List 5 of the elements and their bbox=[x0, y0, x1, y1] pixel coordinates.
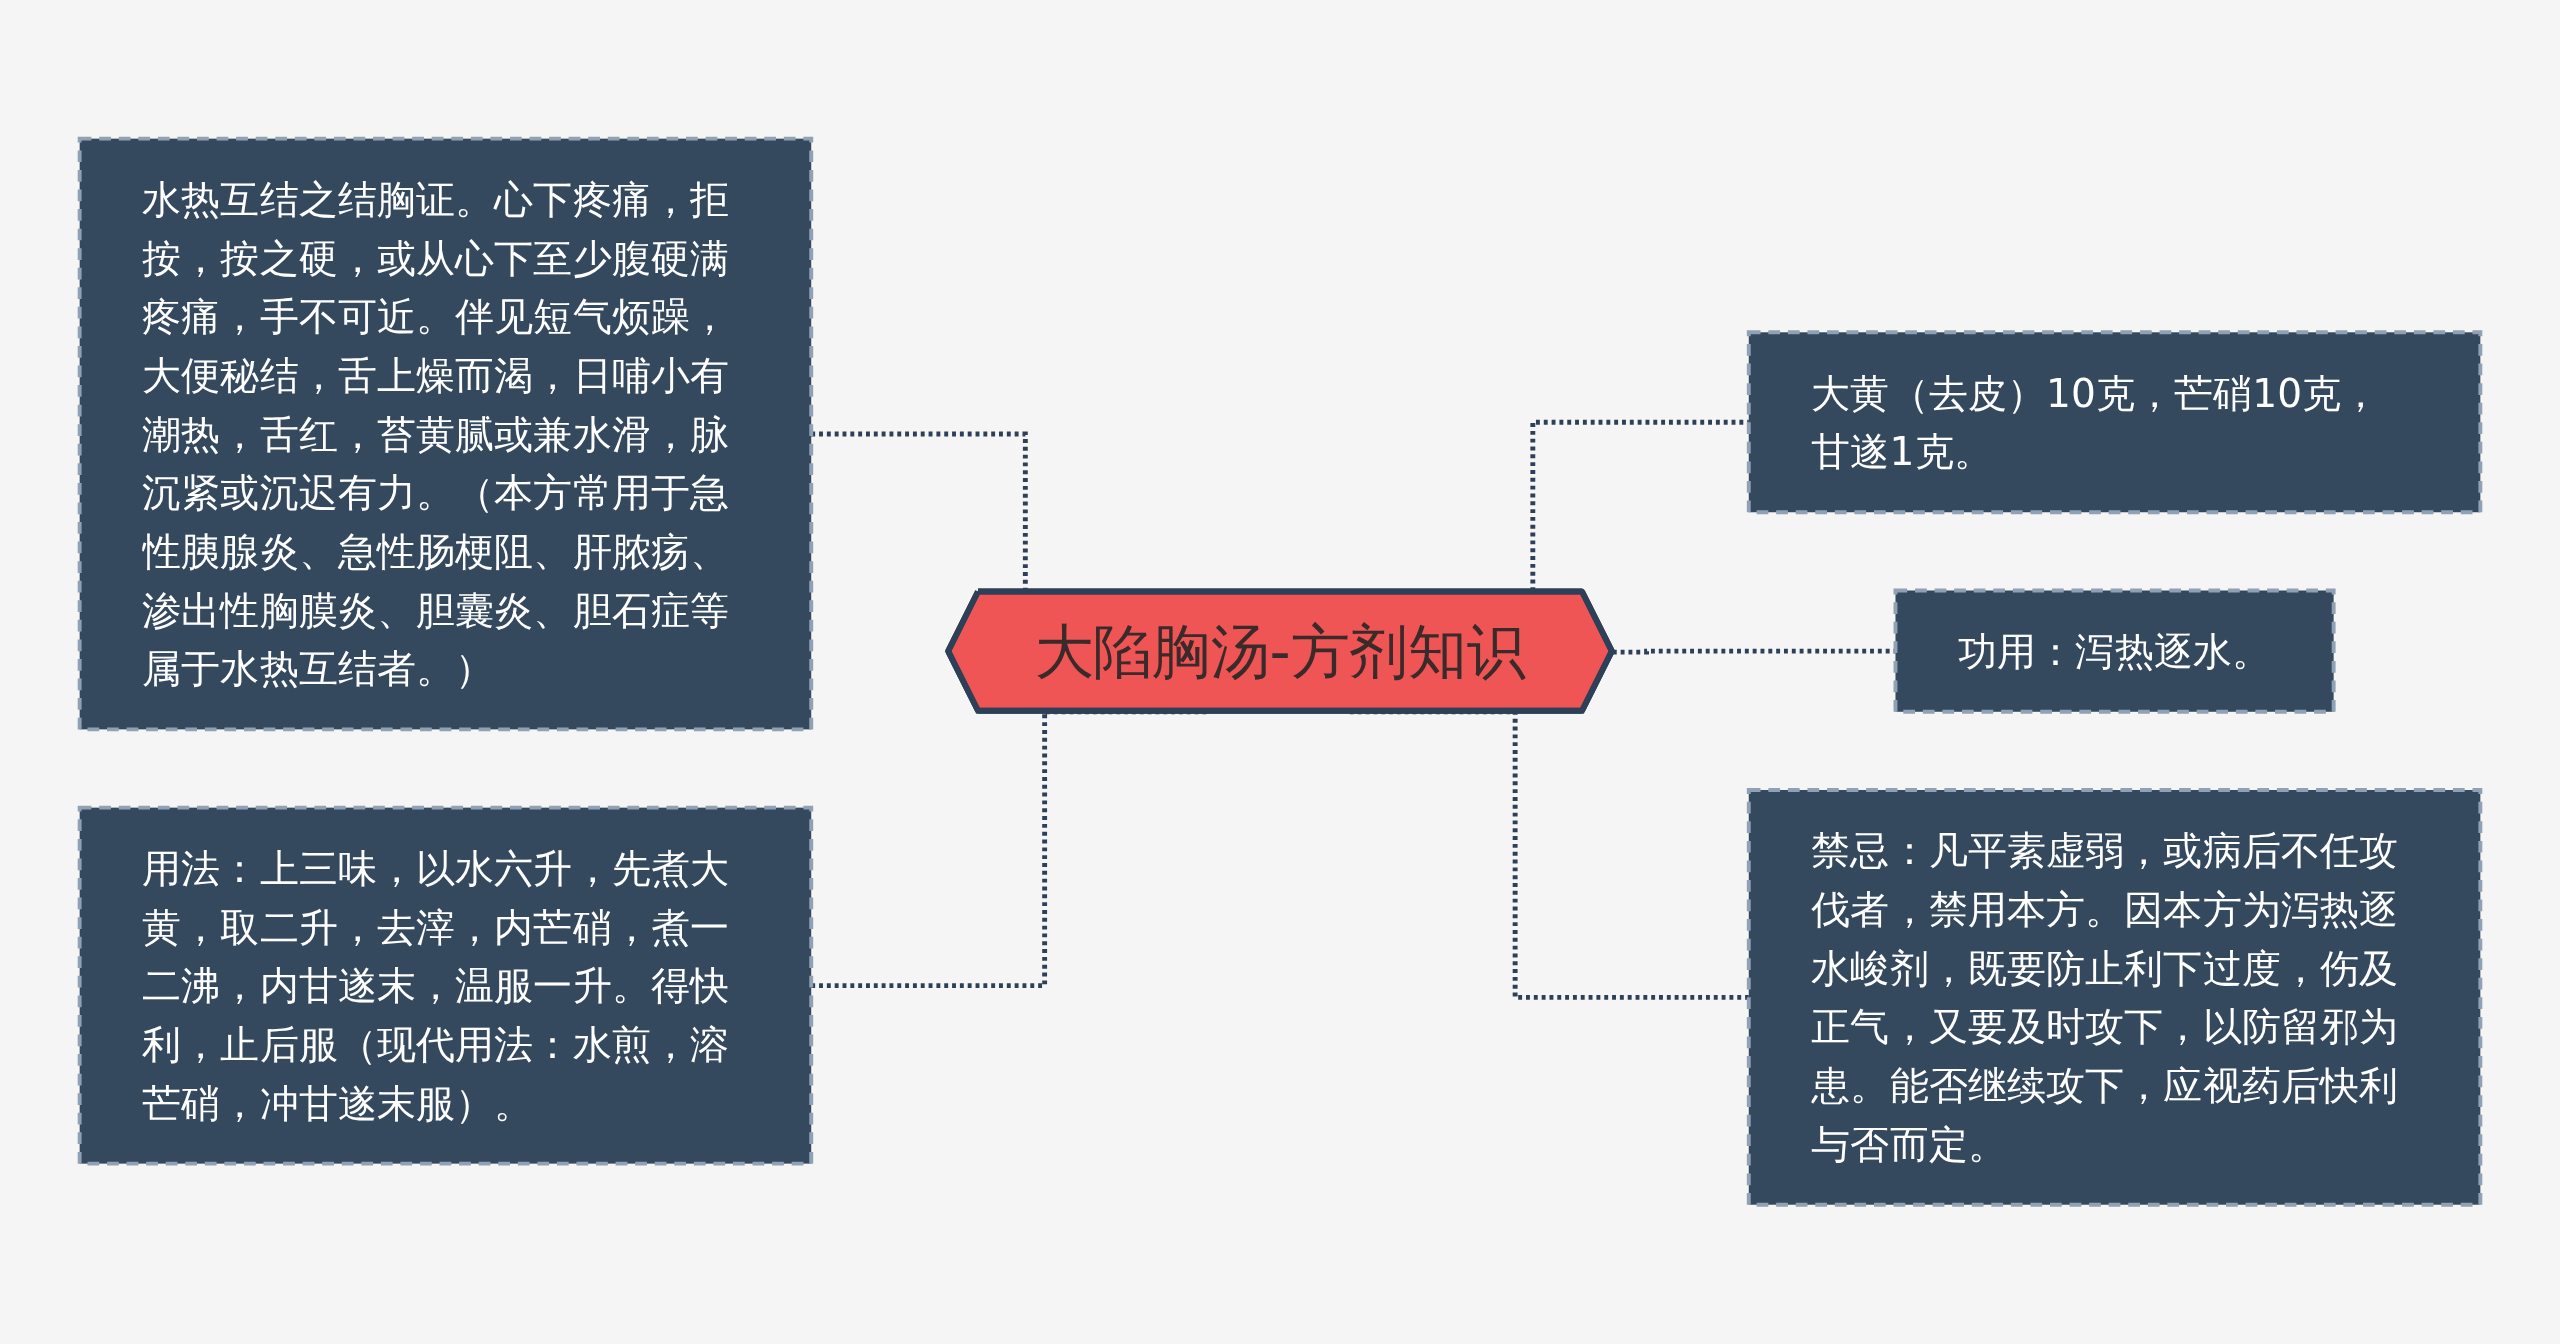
node-box: 水热互结之结胸证。心下疼痛，拒按，按之硬，或从心下至少腹硬满疼痛，手不可近。伴见短气烦躁，大便秘结，舌上燥而渴，日哺小有潮热，舌红，苔黄腻或兼水滑，脉沉紧或沉迟有力。（本方常用于急性胰腺炎、急性肠梗阻、肝脓疡、渗出性胸膜炎、胆囊炎、胆石症等属于水热互结者。） bbox=[77, 137, 814, 732]
node-box: 用法：上三味，以水六升，先煮大黄，取二升，去滓，内芒硝，煮一二沸，内甘遂末，温服一升。得快利，止后服（现代用法：水煎，溶芒硝，冲甘遂末服）。 bbox=[77, 806, 814, 1166]
node-box: 禁忌：凡平素虚弱，或病后不任攻伐者，禁用本方。因本方为泻热逐水峻剂，既要防止利下过度，伤及正气，又要及时攻下，以防留邪为患。能否继续攻下，应视药后快利与否而定。 bbox=[1746, 788, 2483, 1207]
node-box: 大黄（去皮）10克，芒硝10克，甘遂1克。 bbox=[1746, 330, 2483, 515]
node-box: 功用：泻热逐水。 bbox=[1893, 588, 2336, 715]
